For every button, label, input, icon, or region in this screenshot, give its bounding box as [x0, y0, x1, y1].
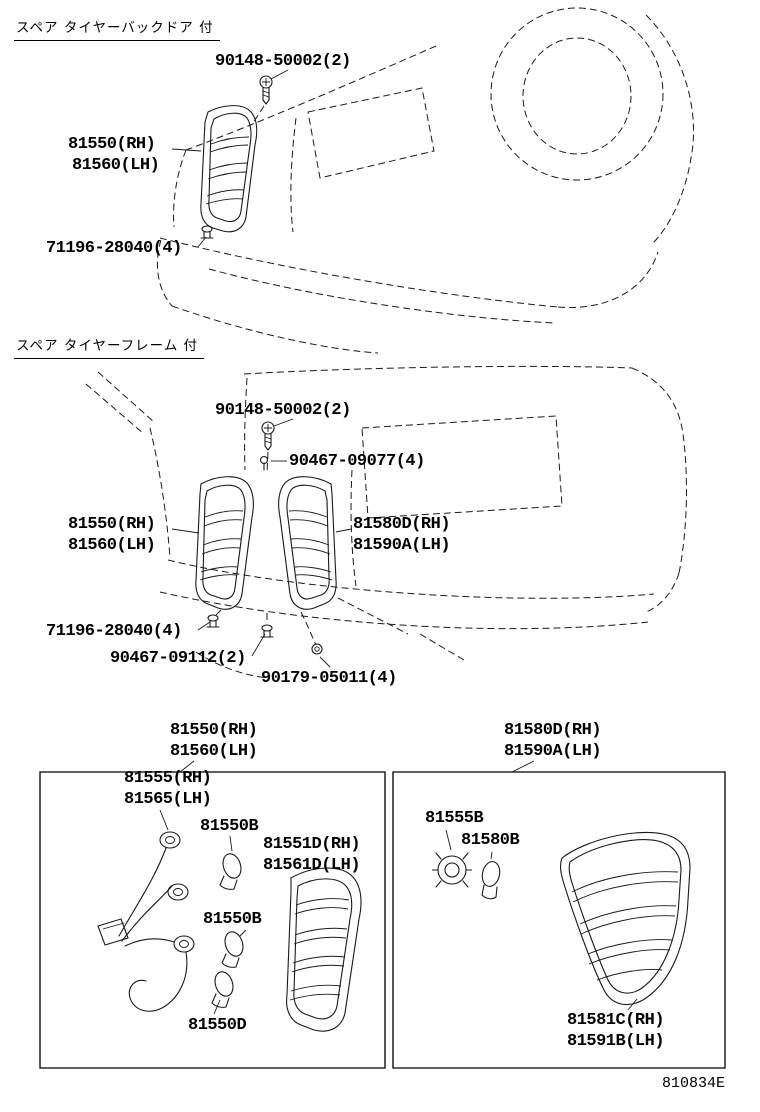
- clip-icon: [261, 625, 273, 637]
- left-box-header-rh: 81550(RH): [170, 721, 258, 740]
- clip-icon: [261, 457, 268, 471]
- left-detail-box: [40, 772, 385, 1068]
- right-detail-box: [393, 772, 725, 1068]
- leader-right-box-header: [512, 761, 534, 772]
- leader-top-screw: [271, 70, 288, 79]
- leader-bulb-top: [230, 836, 232, 851]
- top-body-outline: [157, 8, 693, 353]
- part-label-lens-lh: 81561D(LH): [263, 856, 361, 875]
- part-label-clip-b-mid: 71196-28040(4): [46, 622, 182, 641]
- part-label-clip-a-mid: 90467-09077(4): [289, 452, 425, 471]
- part-label-lamp2-rh-mid: 81580D(RH): [353, 515, 451, 534]
- section-caption-back-door: スペア タイヤーバックドア 付: [14, 20, 220, 41]
- spare-tire-outline: [491, 8, 663, 180]
- license-recess-outline-mid: [362, 416, 562, 518]
- leader-bulb-mid: [240, 930, 246, 936]
- part-label-harness-lh: 81565(LH): [124, 790, 212, 809]
- leader-left-box-header: [180, 761, 194, 772]
- nut-icon: [312, 644, 322, 654]
- diagram-code: 810834E: [662, 1075, 726, 1092]
- part-label-bulb-bottom: 81550D: [188, 1016, 247, 1035]
- bulb-icon: [480, 860, 502, 899]
- section-caption-frame: スペア タイヤーフレーム 付: [14, 338, 205, 359]
- leader-socket: [446, 830, 451, 850]
- right-box-header-rh: 81580D(RH): [504, 721, 602, 740]
- clip-icon: [207, 615, 219, 627]
- part-label-lamp2-lh-mid: 81590A(LH): [353, 536, 451, 555]
- bulb-socket-harness: [98, 832, 194, 1011]
- leader-top-clip: [198, 237, 206, 247]
- leader-mid-nut: [320, 657, 330, 667]
- part-label-screw-top: 90148-50002(2): [215, 52, 351, 71]
- leader-mid-lamp-lh: [336, 529, 351, 532]
- screw-icon: [262, 422, 274, 450]
- bulb-icon: [220, 851, 244, 889]
- left-lamp-lens: [287, 868, 361, 1031]
- mid-tail-lamp-lh: [279, 477, 337, 610]
- part-label-screw-mid: 90148-50002(2): [215, 401, 351, 420]
- part-label-lamp-lh-mid: 81560(LH): [68, 536, 156, 555]
- part-label-harness-rh: 81555(RH): [124, 769, 212, 788]
- leader-bulb-bottom: [214, 1000, 220, 1014]
- part-label-lens-rh: 81551D(RH): [263, 835, 361, 854]
- bulb-icon: [222, 929, 246, 967]
- leader-mid-clip-b: [198, 622, 210, 630]
- mid-body-outline: [86, 366, 686, 678]
- leader-mid-screw: [274, 419, 293, 426]
- part-label-clip-top: 71196-28040(4): [46, 239, 182, 258]
- part-label-lamp-lh-top: 81560(LH): [72, 156, 160, 175]
- bulb-icon: [212, 969, 236, 1007]
- leader-bulb: [491, 852, 492, 859]
- part-label-lamp-rh-mid: 81550(RH): [68, 515, 156, 534]
- license-recess-outline: [308, 88, 434, 178]
- part-label-lens-rh-right: 81581C(RH): [567, 1011, 665, 1030]
- left-box-header-lh: 81560(LH): [170, 742, 258, 761]
- part-label-bulb-top: 81550B: [200, 817, 259, 836]
- right-box-header-lh: 81590A(LH): [504, 742, 602, 761]
- screw-icon: [260, 76, 272, 104]
- bulb-socket-icon: [432, 853, 472, 887]
- leader-mid-lamp-rh: [172, 529, 199, 533]
- part-label-clip-c-mid: 90467-09112(2): [110, 649, 246, 668]
- mid-tail-lamp-rh: [196, 477, 254, 610]
- leader-harness: [160, 810, 168, 830]
- leader-right-lens: [628, 999, 637, 1010]
- part-label-lamp-rh-top: 81550(RH): [68, 135, 156, 154]
- part-label-lens-lh-right: 81591B(LH): [567, 1032, 665, 1051]
- part-label-bulb-mid: 81550B: [203, 910, 262, 929]
- top-tail-lamp: [201, 106, 257, 232]
- leader-top-lamp: [172, 149, 201, 151]
- right-lamp-lens: [561, 832, 690, 1004]
- part-label-socket-right: 81555B: [425, 809, 484, 828]
- clip-icon: [201, 226, 213, 238]
- part-label-bulb-right: 81580B: [461, 831, 520, 850]
- leader-mid-clip-c: [252, 634, 265, 656]
- part-label-nut-mid: 90179-05011(4): [261, 669, 397, 688]
